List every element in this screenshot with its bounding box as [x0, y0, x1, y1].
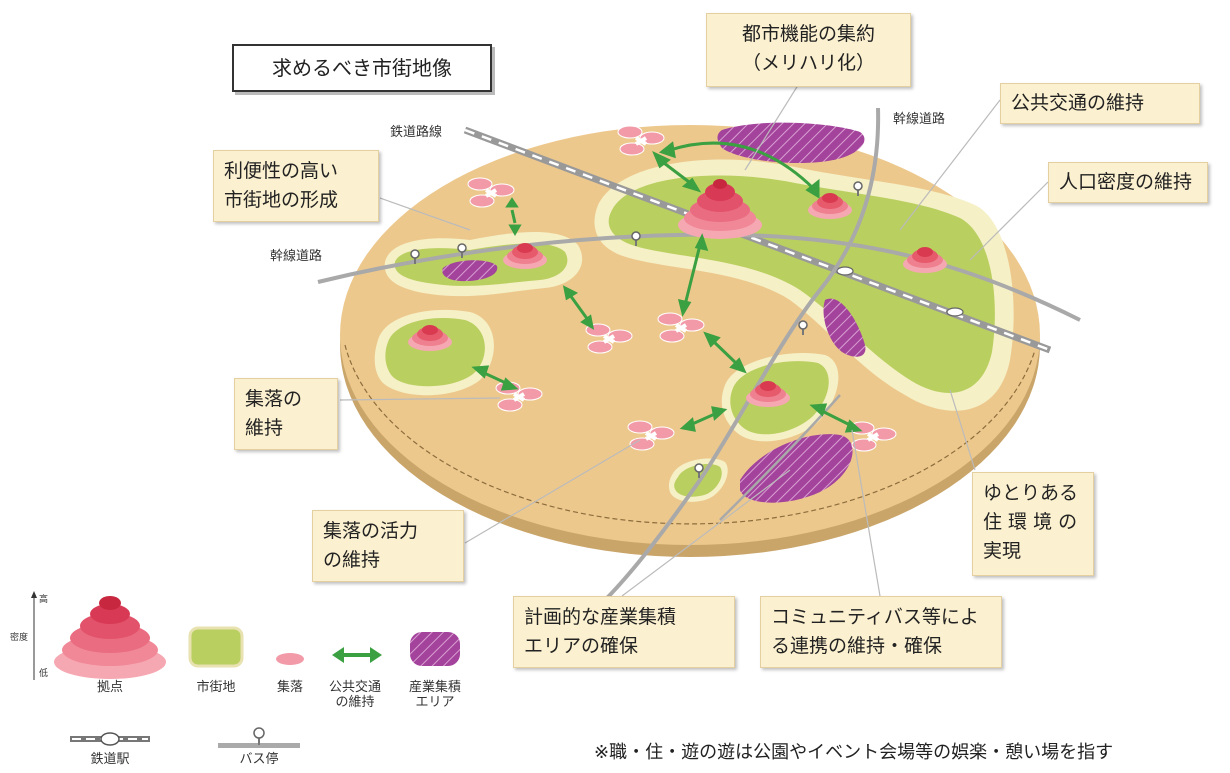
- density-axis: [31, 591, 37, 680]
- legend-industrial-label: 産業集積 エリア: [408, 680, 461, 710]
- legend-hub-symbol: [54, 596, 166, 679]
- railway-label: 鉄道路線: [390, 125, 443, 140]
- legend-transit-arrow-symbol: [332, 647, 382, 663]
- central-hub: [678, 179, 762, 239]
- page-title: 求めるべき市街地像: [232, 44, 492, 92]
- trunk-road-label-left: 幹線道路: [270, 249, 323, 264]
- callout-settlement-maintenance: 集落の 維持: [234, 378, 338, 450]
- callout-convenient-urban-area: 利便性の高い 市街地の形成: [213, 150, 379, 222]
- callout-comfortable-living: ゆとりある 住 環 境 の 実現: [972, 472, 1094, 576]
- legend-urban-label: 市街地: [196, 680, 236, 695]
- industrial-area-west: [442, 260, 498, 282]
- legend-bus-stop-label: バス停: [239, 752, 279, 767]
- trunk-road-north-south: [603, 107, 881, 602]
- legend-bus-stop-symbol: [218, 727, 300, 748]
- community-bus-route: [719, 394, 841, 521]
- legend-density-label: 密度: [10, 633, 29, 643]
- railway-station: [836, 266, 854, 276]
- callout-urban-function: 都市機能の集約 （メリハリ化）: [706, 13, 911, 87]
- trunk-road-label-top: 幹線道路: [893, 112, 946, 127]
- legend-settlement-label: 集落: [276, 680, 303, 695]
- callout-industrial-area: 計画的な産業集積 エリアの確保: [513, 596, 735, 668]
- leader-lines: [339, 81, 1049, 597]
- legend-hub-label: 拠点: [96, 680, 123, 695]
- legend-urban-symbol: [188, 626, 244, 668]
- legend-low-label: 低: [39, 669, 49, 679]
- callout-public-transport: 公共交通の維持: [1000, 83, 1200, 124]
- callout-population-density: 人口密度の維持: [1048, 162, 1208, 203]
- footnote: ※職・住・遊の遊は公園やイベント会場等の娯楽・憩い場を指す: [594, 742, 1114, 763]
- industrial-area-east: [823, 298, 866, 357]
- legend-station-symbol: [70, 732, 150, 746]
- legend-high-label: 高: [39, 595, 49, 605]
- legend-transit-label: 公共交通 の維持: [328, 680, 381, 710]
- legend-settlement-symbol: [276, 653, 304, 665]
- callout-settlement-vitality: 集落の活力 の維持: [312, 510, 464, 582]
- industrial-area-north: [717, 122, 865, 164]
- urban-area-southwest: [385, 318, 485, 387]
- railway-station: [946, 307, 964, 317]
- transit-arrows: [471, 141, 863, 433]
- legend-station-label: 鉄道駅: [90, 752, 130, 767]
- industrial-area-south: [740, 434, 853, 503]
- legend-industrial-symbol: [410, 632, 460, 666]
- callout-community-bus: コミュニティバス等によ る連携の維持・確保: [760, 596, 1002, 668]
